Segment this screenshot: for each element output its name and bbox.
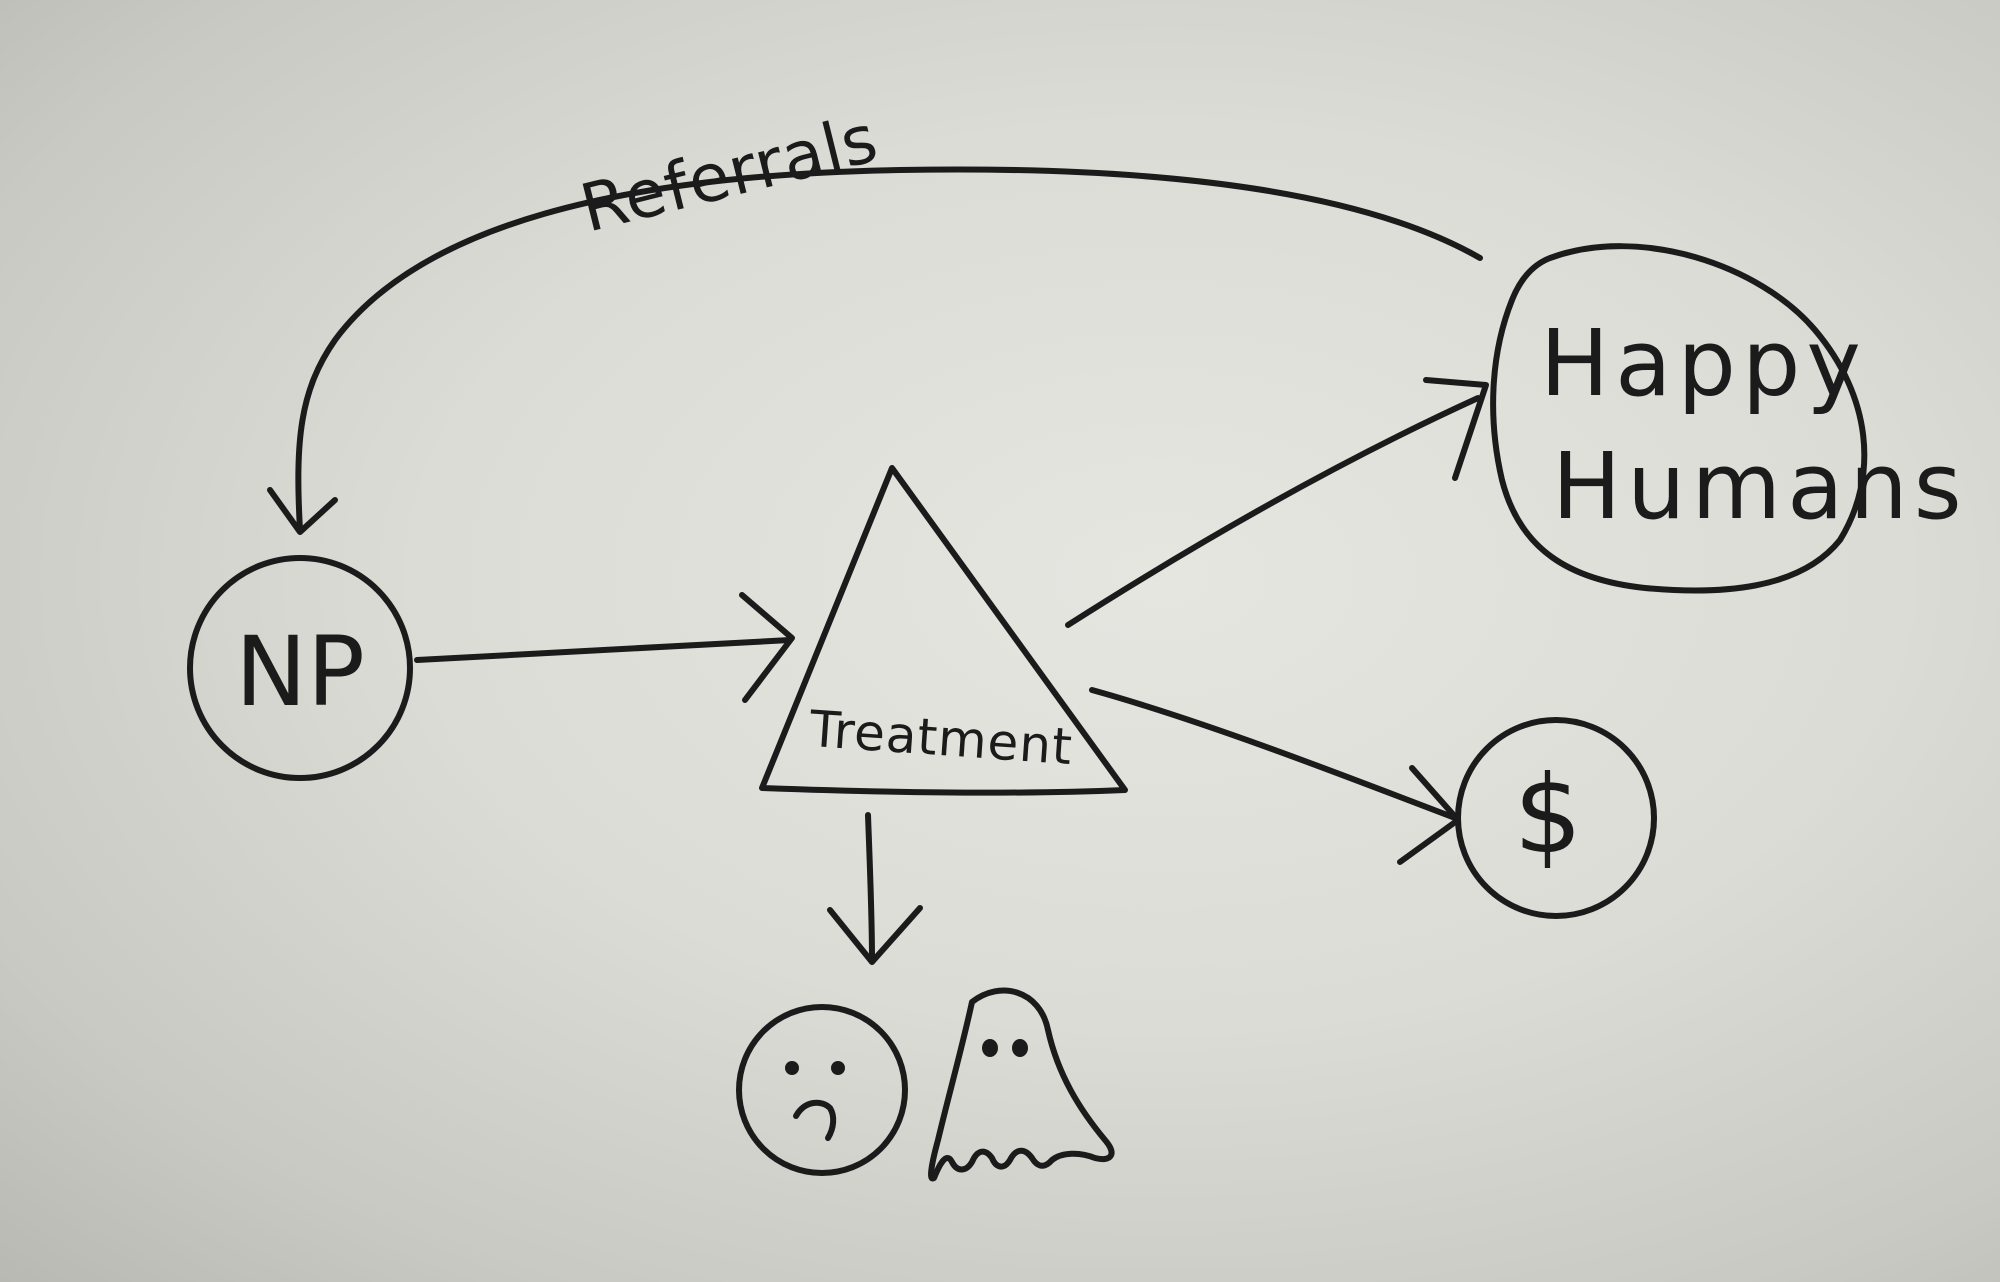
money-node <box>1455 717 1657 919</box>
treatment-to-happy-humans-arrow <box>1065 395 1481 628</box>
np-to-treatment-arrow <box>414 637 793 663</box>
referrals-arrow <box>295 166 1483 533</box>
happy-humans-node <box>1490 243 1868 594</box>
happy-humans-label-line1: Happy <box>1540 310 1867 417</box>
dollar-icon: $ <box>1514 753 1583 878</box>
np-label: NP <box>235 616 365 728</box>
referrals-label: Referrals <box>573 100 885 248</box>
treatment-to-bad-outcomes-arrow <box>865 812 875 963</box>
happy-humans-label-line2: Humans <box>1552 433 1968 540</box>
referrals-arrowhead <box>267 487 338 535</box>
sad-face-icon <box>736 1004 908 1176</box>
treatment-to-happy-humans-arrowhead <box>1423 377 1489 481</box>
np-node <box>187 555 413 781</box>
treatment-node <box>759 465 1128 796</box>
treatment-to-bad-outcomes-arrowhead <box>827 905 923 965</box>
ghost-icon <box>928 987 1115 1182</box>
treatment-label: Treatment <box>807 700 1075 776</box>
treatment-to-money-arrow <box>1089 687 1458 821</box>
np-to-treatment-arrowhead <box>739 592 795 703</box>
